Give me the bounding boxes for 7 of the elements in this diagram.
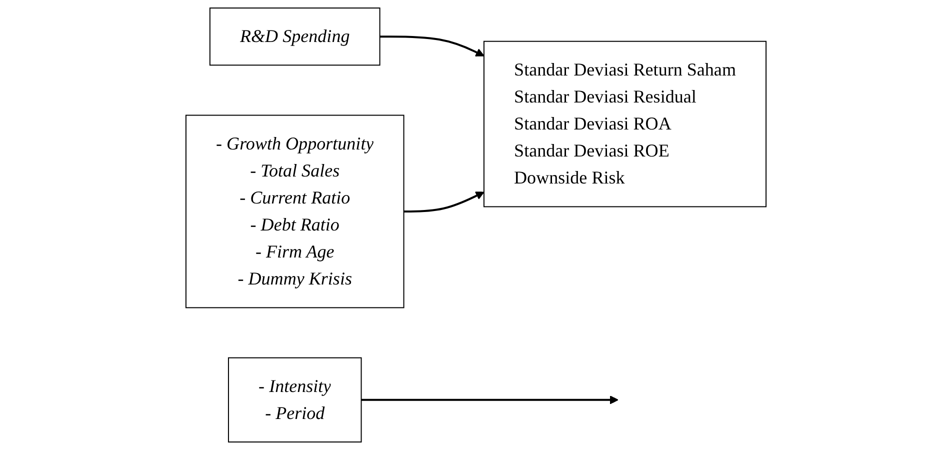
arrow <box>361 395 618 404</box>
arrow <box>404 192 484 212</box>
node-box: Standar Deviasi Return Saham Standar Deviasi Residual Standar Deviasi ROA Standar Deviasi ROE Downside Risk <box>483 40 767 208</box>
node-box: - Intensity - Period <box>228 357 362 442</box>
arrow <box>380 36 484 56</box>
node-box: - Growth Opportunity - Total Sales - Current Ratio - Debt Ratio - Firm Age - Dummy Krisis <box>185 114 404 308</box>
node-box: R&D Spending <box>209 8 380 66</box>
